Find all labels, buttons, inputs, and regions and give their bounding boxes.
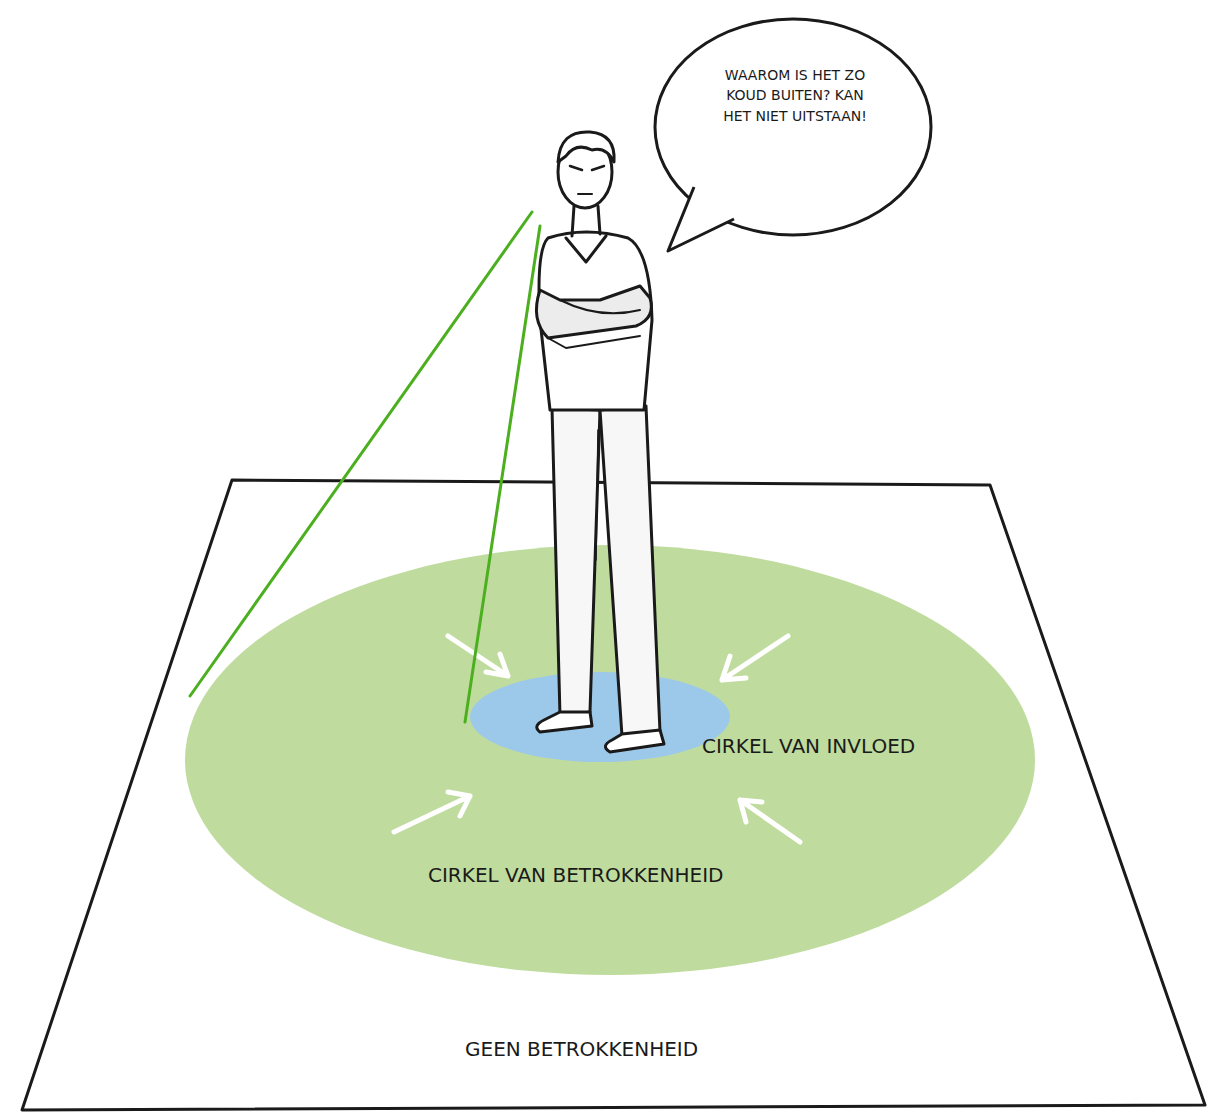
concern-circle: CIRKEL VAN BETROKKENHEID CIRKEL VAN INVLO… [185,545,1035,975]
plane-area: GEEN BETROKKENHEID CIRKEL VAN BETROKKENHE… [20,475,1210,1115]
speech-bubble-outline [650,15,935,247]
sight-lines [190,212,540,722]
circle-label: GEEN BETROKKENHEID [465,1037,698,1061]
inward-arrows [394,636,800,842]
influence-circle: CIRKEL VAN INVLOED [470,672,730,762]
influence-circle-outline [470,672,730,762]
speech-bubble: WAAROM IS HET ZO KOUD BUITEN? KAN HET NI… [650,15,935,247]
circle-label: CIRKEL VAN INVLOED [702,734,915,758]
person-figure [536,132,664,752]
speech-text: WAAROM IS HET ZO KOUD BUITEN? KAN HET NI… [722,65,868,126]
circle-label: CIRKEL VAN BETROKKENHEID [428,863,723,887]
